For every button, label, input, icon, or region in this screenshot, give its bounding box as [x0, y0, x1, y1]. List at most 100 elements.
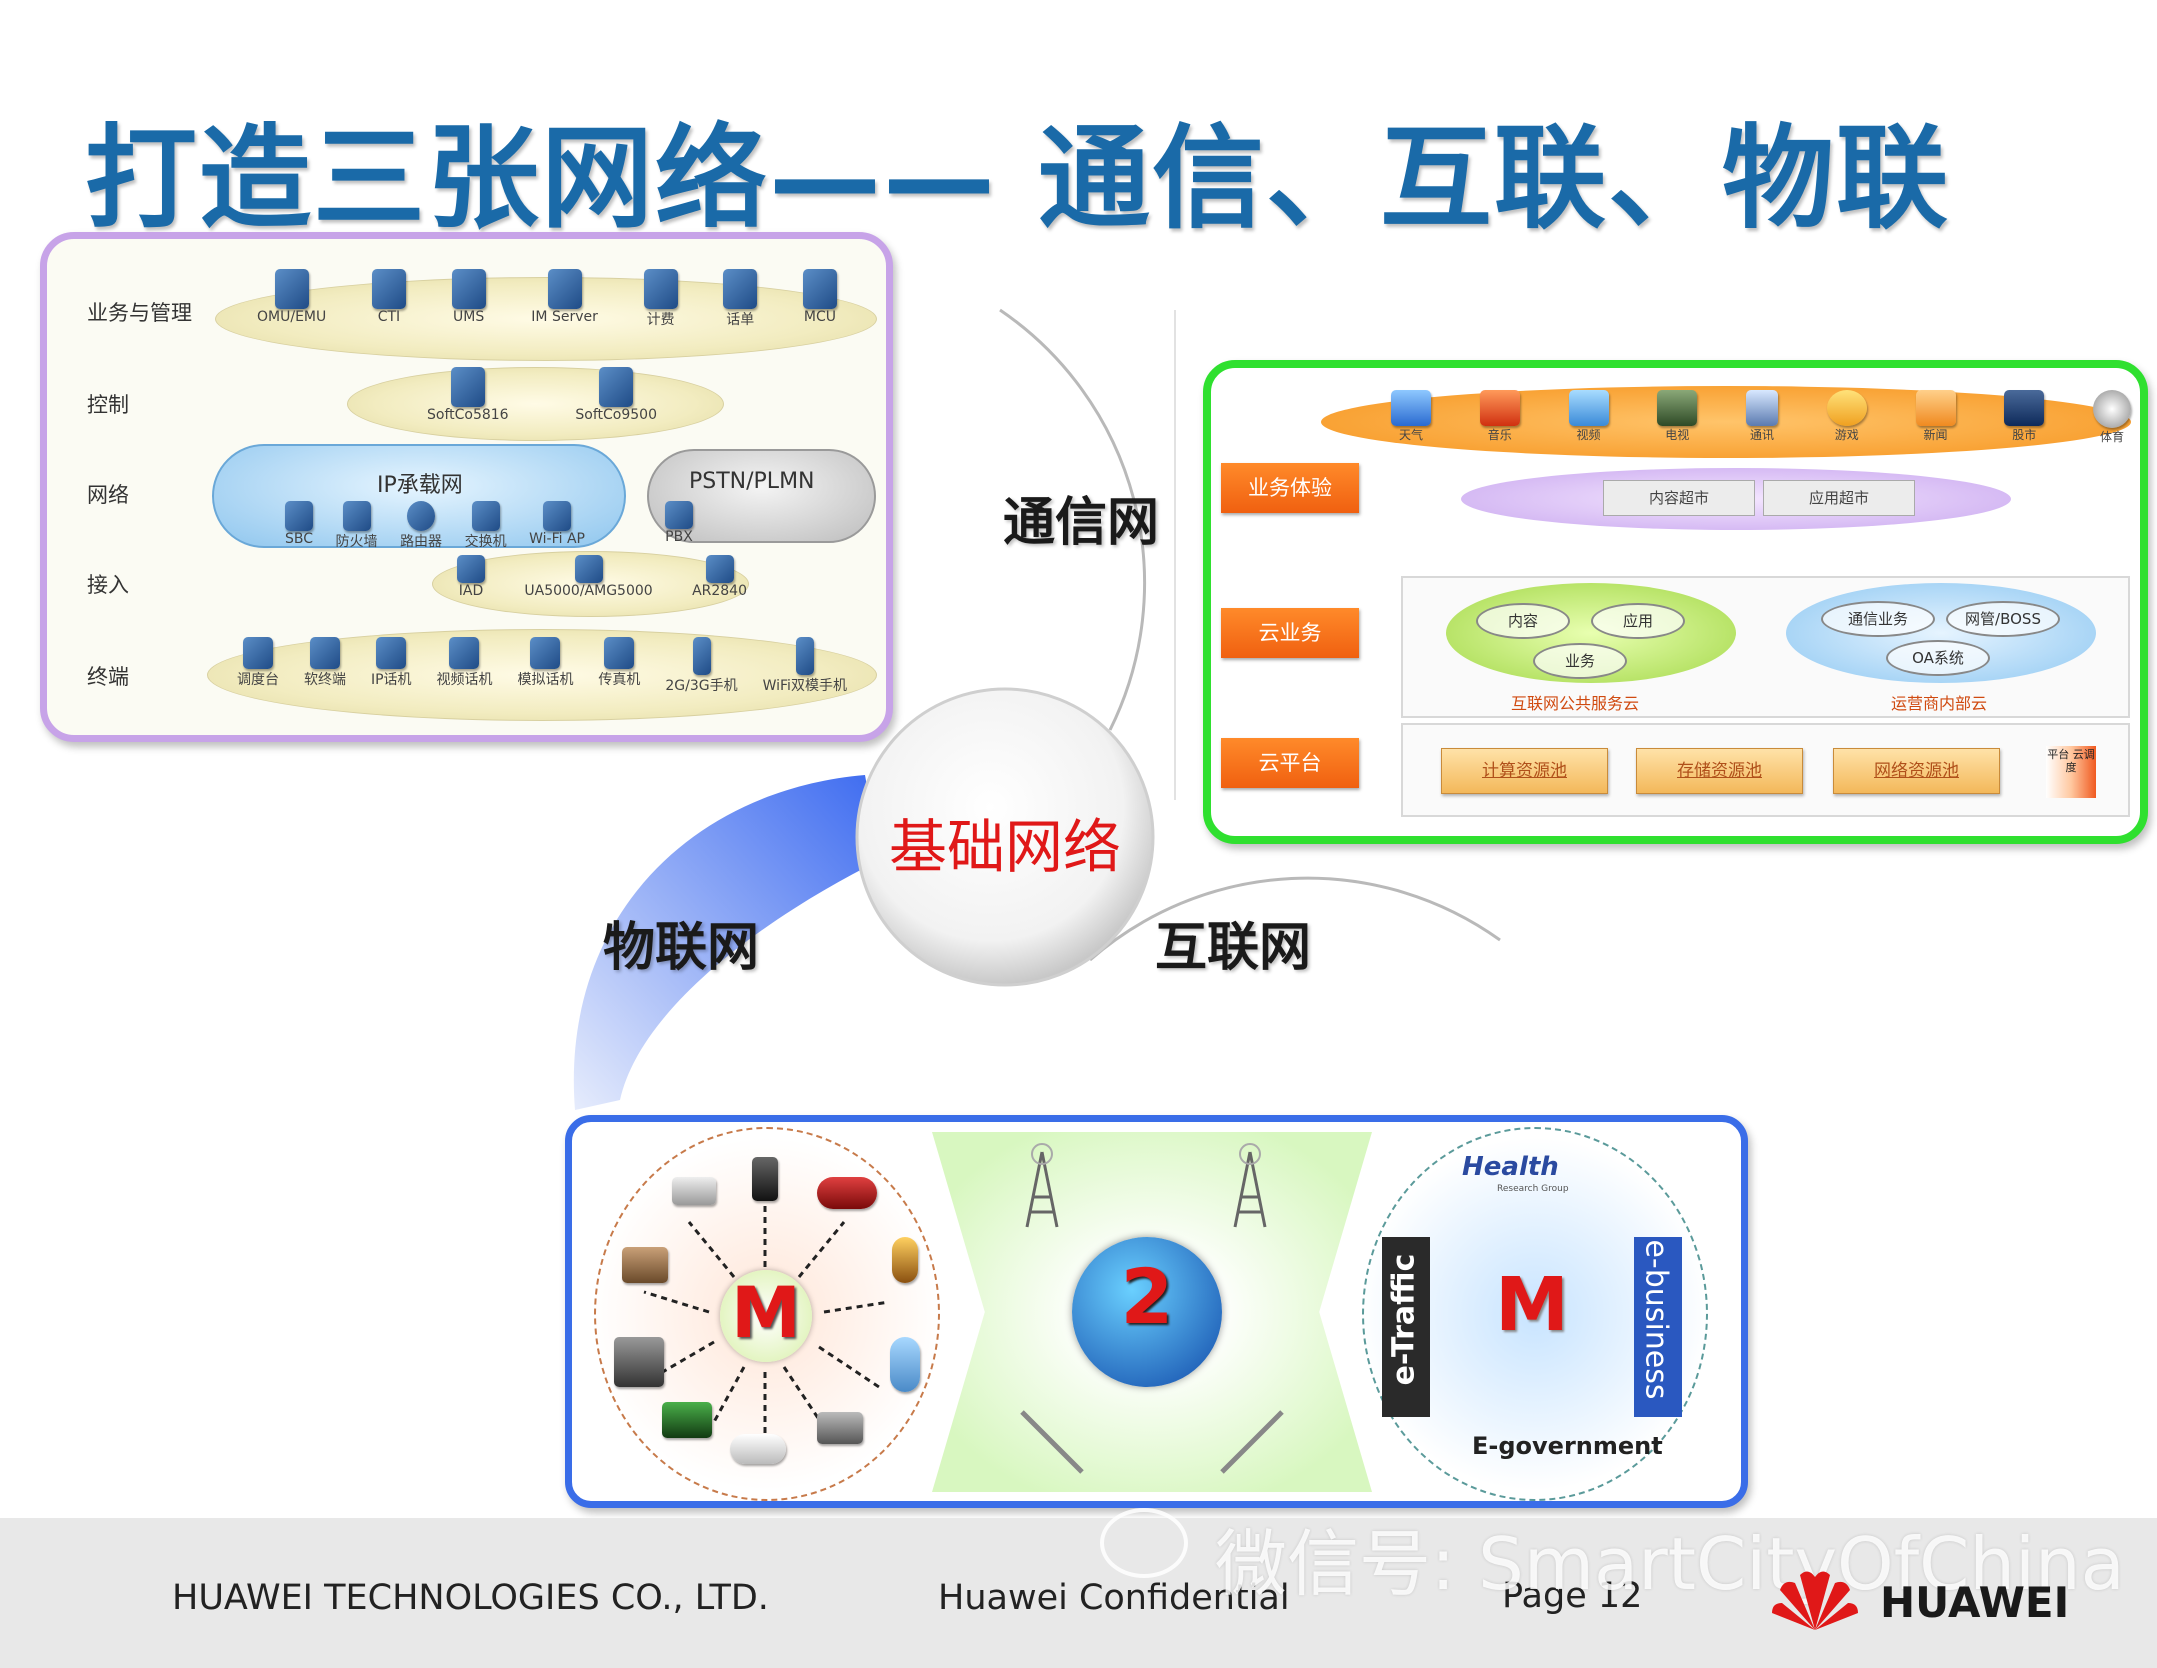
globe-icon	[1072, 1237, 1222, 1387]
ebusiness-label: e-business	[1638, 1239, 1674, 1400]
photo-frame-icon	[622, 1247, 668, 1283]
wifi-ap-icon	[543, 501, 572, 531]
operator-cloud-caption: 运营商内部云	[1891, 694, 1988, 713]
wechat-icon	[1100, 1508, 1188, 1578]
health-logo: Health	[1462, 1152, 1559, 1182]
server-icon	[274, 269, 309, 309]
stock-icon	[2004, 390, 2045, 426]
game-icon	[1826, 390, 1867, 426]
center-number: 2	[1120, 1252, 1174, 1341]
footer-page: Page 12	[1502, 1576, 1643, 1616]
softswitch-icon	[599, 367, 634, 407]
cloud-item: 应用	[1591, 603, 1685, 639]
server-icon	[547, 269, 582, 309]
cloud-scheduler: 平台 云调度	[2046, 746, 2096, 798]
treadmill-icon	[614, 1337, 664, 1387]
phone-icon	[1746, 390, 1778, 426]
comm-arc	[999, 308, 1147, 731]
stethoscope-icon	[890, 1337, 920, 1392]
pc-icon	[309, 637, 340, 669]
tag-experience: 业务体验	[1221, 463, 1359, 513]
bulb-icon	[892, 1237, 918, 1283]
pbx-icon	[665, 501, 693, 529]
network-pool-button[interactable]: 网络资源池	[1833, 748, 2000, 794]
mcu-icon	[802, 269, 837, 309]
layer-label: 控制	[87, 393, 129, 417]
soccer-ball-icon	[2093, 390, 2131, 428]
control-devices: SoftCo5816 SoftCo9500	[427, 367, 657, 423]
pstn-cloud-label: PSTN/PLMN	[689, 469, 815, 494]
m-right-label: M	[1495, 1262, 1569, 1348]
huawei-logo-icon	[1772, 1571, 1858, 1630]
video-icon	[1568, 390, 1609, 426]
public-cloud-caption: 互联网公共服务云	[1511, 694, 1640, 713]
pbx-device: PBX	[665, 501, 693, 545]
antenna-tower-icon	[1233, 1143, 1267, 1228]
center-label: 基础网络	[888, 813, 1121, 881]
cloud-item: 网管/BOSS	[1946, 601, 2060, 637]
terminal-devices: 调度台 软终端 IP话机 视频话机 模拟话机 传真机 2G/3G手机 WiFi双…	[237, 637, 847, 695]
ip-cloud-label: IP承载网	[377, 473, 463, 498]
layer-label: 业务与管理	[87, 301, 192, 325]
tv-icon	[1657, 390, 1698, 426]
server-icon	[723, 269, 758, 309]
app-market-button[interactable]: 应用超市	[1763, 480, 1915, 516]
m-left-label: M	[731, 1272, 801, 1354]
layer-label: 网络	[87, 483, 129, 507]
cloud-item: OA系统	[1886, 640, 1990, 676]
music-icon	[1479, 390, 1520, 426]
softswitch-icon	[450, 367, 485, 407]
cti-icon	[371, 269, 406, 309]
server-icon	[643, 269, 678, 309]
fax-icon	[604, 637, 635, 669]
mobile-phone-icon	[692, 637, 711, 675]
analog-phone-icon	[530, 637, 561, 669]
laptop-icon	[672, 1177, 716, 1205]
network-devices: SBC 防火墙 路由器 交换机 Wi-Fi AP	[285, 501, 585, 551]
cloud-item: 通信业务	[1821, 601, 1935, 637]
center-ball	[855, 687, 1155, 987]
layer-label: 终端	[87, 665, 129, 689]
egov-label: E-government	[1472, 1432, 1663, 1460]
phone-icon	[752, 1157, 778, 1201]
service-ellipse	[215, 277, 877, 361]
console-icon	[243, 637, 273, 669]
slide-title: 打造三张网络—— 通信、互联、物联	[85, 114, 1950, 244]
content-market-button[interactable]: 内容超市	[1603, 480, 1755, 516]
etraffic-label: e-Traffic	[1386, 1253, 1422, 1386]
etraffic-bar	[1382, 1237, 1430, 1417]
tag-cloud-service: 云业务	[1221, 608, 1359, 658]
internet-label: 互联网	[1155, 918, 1312, 978]
footer-company: HUAWEI TECHNOLOGIES CO., LTD.	[172, 1578, 769, 1618]
iad-icon	[457, 555, 485, 583]
layer-label: 接入	[87, 573, 129, 597]
cable-icons	[1020, 1410, 1284, 1474]
comm-network-label: 通信网	[1003, 493, 1160, 553]
switch-icon	[471, 501, 500, 531]
control-ellipse	[347, 367, 724, 441]
iot-panel: M 2 Health Research Group e-Traffic e-bu…	[565, 1115, 1748, 1508]
weather-icon	[1391, 390, 1431, 426]
internet-arc	[1089, 876, 1501, 962]
experience-band	[1321, 386, 2131, 458]
ebusiness-bar	[1634, 1237, 1682, 1417]
comm-network-panel: 业务与管理 控制 网络 接入 终端 OMU/EMU CTI UMS IM Ser…	[40, 232, 893, 742]
huawei-logo-text: HUAWEI	[1880, 1578, 2070, 1627]
game-controller-icon	[730, 1434, 786, 1464]
cloud-item: 业务	[1533, 643, 1627, 679]
storage-pool-button[interactable]: 存储资源池	[1636, 748, 1803, 794]
cloud-item: 内容	[1476, 603, 1570, 639]
monitor-icon	[662, 1402, 712, 1438]
antenna-tower-icon	[1025, 1143, 1059, 1228]
camera-icon	[817, 1412, 863, 1444]
m-badge	[720, 1270, 812, 1362]
tag-cloud-platform: 云平台	[1221, 738, 1359, 788]
iot-arc	[573, 775, 880, 1110]
server-icon	[451, 269, 486, 309]
compute-pool-button[interactable]: 计算资源池	[1441, 748, 1608, 794]
wifi-phone-icon	[795, 637, 814, 675]
firewall-icon	[342, 501, 371, 531]
ip-phone-icon	[376, 637, 407, 669]
access-devices: IAD UA5000/AMG5000 AR2840	[457, 555, 747, 599]
